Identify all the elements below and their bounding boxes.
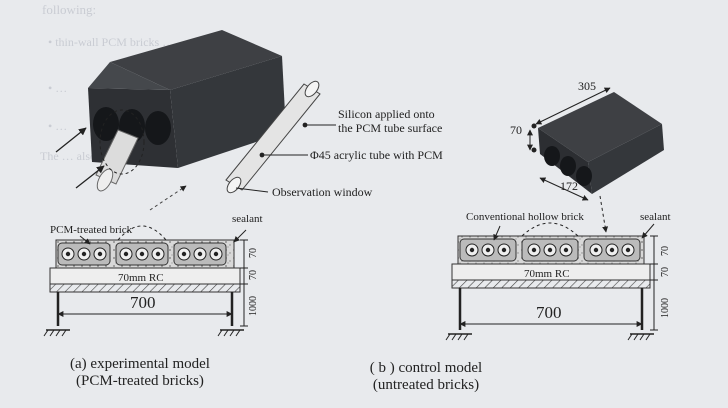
sealant-label: sealant — [232, 213, 263, 225]
dim-305-label: 305 — [578, 79, 596, 93]
panel-a: Silicon applied onto the PCM tube surfac… — [43, 30, 443, 337]
silicon-label: Silicon applied onto — [338, 107, 435, 121]
dim-70-label: 70 — [510, 123, 522, 137]
hollow-brick-row — [459, 238, 641, 262]
pcm-treated-brick-3d — [88, 30, 286, 168]
silicon-label-line2: the PCM tube surface — [338, 121, 442, 135]
dim-70-upper-b: 70 — [660, 246, 671, 256]
tube-label: Φ45 acrylic tube with PCM — [310, 148, 443, 162]
dim-1000: 1000 — [248, 296, 259, 316]
caption-b-line1: ( b ) control model — [369, 360, 483, 376]
pcm-brick-label: PCM-treated brick — [50, 224, 133, 236]
dim-172-label: 172 — [560, 179, 578, 193]
svg-text:• …: • … — [48, 81, 67, 95]
slab-label: 70mm RC — [118, 272, 164, 284]
dim-70-lower-b: 70 — [660, 267, 671, 277]
dim-70-lower: 70 — [248, 270, 259, 280]
caption-a-line1: (a) experimental model — [70, 356, 210, 372]
dim-1000-b: 1000 — [660, 298, 671, 318]
acrylic-tube-detail — [225, 80, 336, 194]
panel-b: 305 70 172 — [445, 79, 671, 341]
section-view-b — [445, 222, 658, 341]
conventional-brick-3d — [527, 87, 664, 201]
highlight-circle — [99, 109, 145, 175]
slab-label-b: 70mm RC — [524, 268, 570, 280]
svg-text:• thin-wall PCM bricks …: • thin-wall PCM bricks … — [48, 35, 174, 49]
caption-a-line2: (PCM-treated bricks) — [76, 373, 204, 389]
span-700-label-b: 700 — [536, 303, 562, 322]
caption-b-line2: (untreated bricks) — [372, 377, 480, 393]
section-view-a — [43, 225, 248, 337]
flow-arrow-lower — [75, 165, 105, 189]
hollow-brick-label: Conventional hollow brick — [466, 211, 584, 223]
flow-arrow-upper — [55, 127, 87, 153]
background-text: following: • thin-wall PCM bricks … • … … — [40, 2, 174, 163]
pcm-brick-row — [57, 242, 227, 266]
detail-leader-arrow-b — [599, 195, 609, 233]
span-700-label: 700 — [130, 293, 156, 312]
observation-window-label: Observation window — [272, 185, 373, 199]
dim-70-upper: 70 — [248, 248, 259, 258]
caption-b: ( b ) control model (untreated bricks) — [326, 360, 526, 394]
caption-a: (a) experimental model (PCM-treated bric… — [40, 356, 240, 390]
pcm-tube-inserted — [95, 109, 145, 192]
svg-text:following:: following: — [42, 2, 96, 17]
detail-leader-arrow — [149, 185, 187, 211]
sealant-label-b: sealant — [640, 211, 671, 223]
svg-text:• …: • … — [48, 119, 67, 133]
